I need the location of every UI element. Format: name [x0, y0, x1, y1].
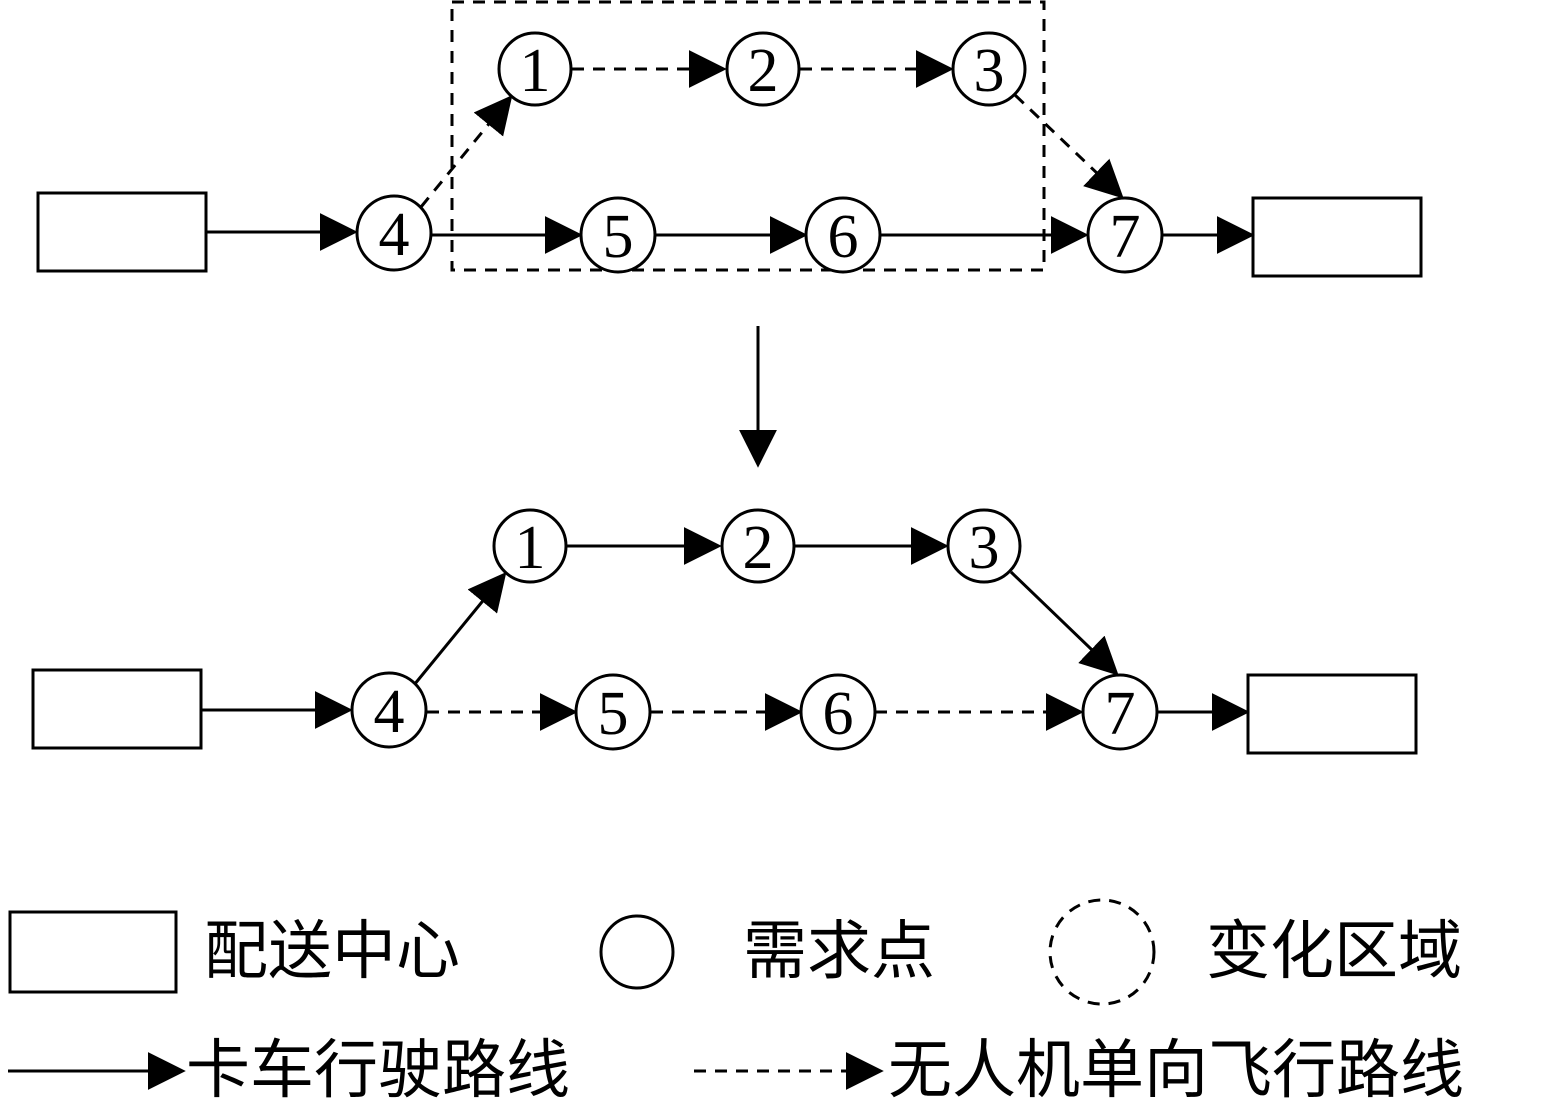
bottom-node-7: 7 [1081, 673, 1159, 751]
legend-demand-point-label: 需求点 [743, 915, 935, 989]
svg-text:6: 6 [823, 680, 854, 748]
bottom-truck-edge-3-7 [1009, 570, 1119, 676]
legend-demand-point-swatch [599, 914, 675, 990]
top-node-1: 1 [497, 31, 573, 107]
bottom-node-5: 5 [574, 673, 652, 751]
bottom-node-2: 2 [720, 508, 796, 584]
bottom-diagram: 1 2 3 4 5 6 7 [31, 508, 1418, 755]
top-node-6: 6 [804, 196, 882, 274]
bottom-node-4: 4 [350, 671, 428, 749]
top-node-7: 7 [1086, 196, 1164, 274]
top-node-4: 4 [355, 194, 433, 272]
svg-text:7: 7 [1105, 680, 1136, 748]
bottom-distribution-center-start [31, 668, 203, 750]
legend: 配送中心 需求点 变化区域 卡车行驶路线 无人机单向飞行路线 [8, 898, 1464, 1108]
svg-text:1: 1 [520, 37, 551, 105]
legend-demand-point: 需求点 [599, 914, 935, 990]
top-drone-edge-4-1 [419, 95, 513, 208]
legend-truck-route: 卡车行驶路线 [8, 1034, 570, 1108]
top-node-5: 5 [579, 196, 657, 274]
top-distribution-center-end [1251, 196, 1423, 278]
bottom-node-3: 3 [946, 508, 1022, 584]
top-diagram: 1 2 3 4 5 6 7 [36, 0, 1423, 278]
bottom-node-6: 6 [799, 673, 877, 751]
svg-text:2: 2 [743, 514, 774, 582]
svg-text:4: 4 [374, 678, 405, 746]
legend-change-region: 变化区域 [1048, 898, 1462, 1006]
legend-drone-route: 无人机单向飞行路线 [694, 1034, 1464, 1108]
bottom-distribution-center-end [1246, 673, 1418, 755]
legend-drone-route-label: 无人机单向飞行路线 [888, 1034, 1464, 1108]
legend-distribution-center: 配送中心 [8, 910, 460, 994]
svg-text:5: 5 [598, 680, 629, 748]
legend-truck-route-label: 卡车行驶路线 [186, 1034, 570, 1108]
svg-text:6: 6 [828, 203, 859, 271]
legend-change-region-label: 变化区域 [1206, 915, 1462, 989]
change-region [450, 0, 1046, 272]
top-node-2: 2 [725, 31, 801, 107]
top-distribution-center-start [36, 191, 208, 273]
bottom-truck-edge-4-1 [412, 572, 507, 686]
svg-text:2: 2 [748, 37, 779, 105]
svg-text:4: 4 [379, 201, 410, 269]
bottom-node-1: 1 [492, 508, 568, 584]
legend-distribution-center-label: 配送中心 [204, 915, 460, 989]
legend-distribution-center-swatch [8, 910, 178, 994]
top-drone-edge-3-7 [1013, 93, 1124, 199]
top-node-3: 3 [951, 31, 1027, 107]
svg-text:1: 1 [515, 514, 546, 582]
legend-change-region-swatch [1048, 898, 1156, 1006]
svg-text:5: 5 [603, 203, 634, 271]
svg-text:3: 3 [974, 37, 1005, 105]
svg-text:3: 3 [969, 514, 1000, 582]
svg-text:7: 7 [1110, 203, 1141, 271]
